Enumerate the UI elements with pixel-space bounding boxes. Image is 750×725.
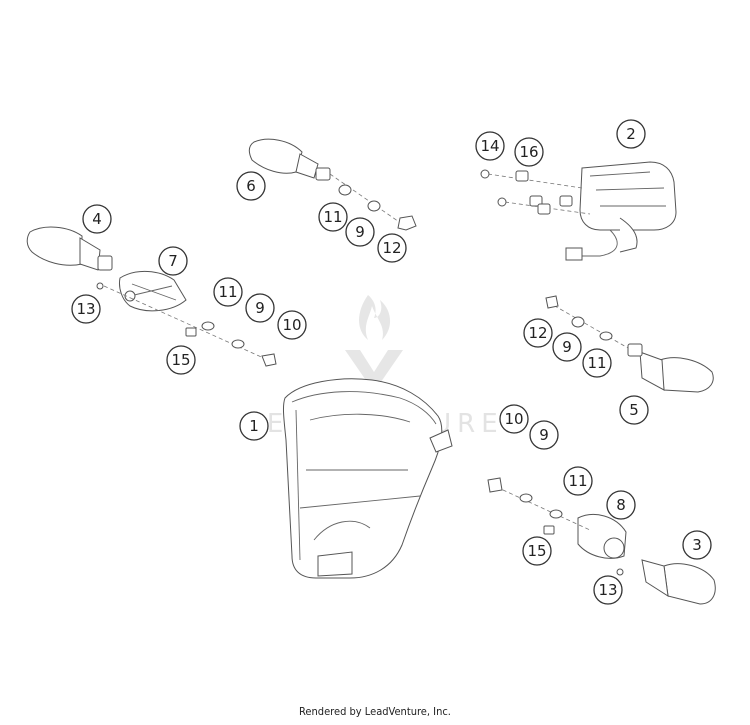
callout-12[interactable]: 12 (377, 233, 407, 263)
callout-15[interactable]: 15 (522, 536, 552, 566)
tail-light (480, 161, 677, 261)
svg-text:2: 2 (626, 125, 636, 143)
callout-14[interactable]: 14 (475, 131, 505, 161)
svg-text:5: 5 (629, 401, 639, 419)
callout-4[interactable]: 4 (82, 204, 112, 234)
callout-15[interactable]: 15 (166, 345, 196, 375)
indicator-bottom-right (487, 477, 716, 605)
svg-text:15: 15 (171, 351, 190, 369)
callout-9[interactable]: 9 (552, 332, 582, 362)
svg-text:7: 7 (168, 252, 178, 270)
svg-text:14: 14 (480, 137, 499, 155)
svg-text:10: 10 (504, 410, 523, 428)
callout-11[interactable]: 11 (582, 348, 612, 378)
callout-10[interactable]: 10 (499, 404, 529, 434)
render-credit: Rendered by LeadVenture, Inc. (299, 705, 451, 718)
svg-text:4: 4 (92, 210, 102, 228)
svg-text:15: 15 (527, 542, 546, 560)
svg-text:12: 12 (528, 324, 547, 342)
callout-12[interactable]: 12 (523, 318, 553, 348)
svg-text:9: 9 (562, 338, 572, 356)
svg-text:11: 11 (587, 354, 606, 372)
svg-text:11: 11 (568, 472, 587, 490)
svg-text:6: 6 (246, 177, 256, 195)
svg-text:12: 12 (382, 239, 401, 257)
callout-9[interactable]: 9 (245, 293, 275, 323)
svg-text:8: 8 (616, 496, 626, 514)
callout-1[interactable]: 1 (239, 411, 269, 441)
svg-text:1: 1 (249, 417, 259, 435)
callout-13[interactable]: 13 (71, 294, 101, 324)
callout-16[interactable]: 16 (514, 137, 544, 167)
svg-text:9: 9 (355, 223, 365, 241)
svg-text:3: 3 (692, 536, 702, 554)
callout-11[interactable]: 11 (213, 277, 243, 307)
svg-text:13: 13 (76, 300, 95, 318)
callout-8[interactable]: 8 (606, 490, 636, 520)
svg-text:11: 11 (323, 208, 342, 226)
svg-text:13: 13 (598, 581, 617, 599)
callout-11[interactable]: 11 (563, 466, 593, 496)
callout-9[interactable]: 9 (345, 217, 375, 247)
svg-text:9: 9 (539, 426, 549, 444)
callout-9[interactable]: 9 (529, 420, 559, 450)
svg-text:9: 9 (255, 299, 265, 317)
callout-2[interactable]: 2 (616, 119, 646, 149)
callout-11[interactable]: 11 (318, 202, 348, 232)
callout-6[interactable]: 6 (236, 171, 266, 201)
indicator-right (545, 295, 714, 393)
svg-text:16: 16 (519, 143, 538, 161)
indicator-top (248, 138, 417, 231)
headlight-housing (282, 378, 453, 579)
svg-text:10: 10 (282, 316, 301, 334)
callout-10[interactable]: 10 (277, 310, 307, 340)
callout-7[interactable]: 7 (158, 246, 188, 276)
callout-13[interactable]: 13 (593, 575, 623, 605)
svg-text:11: 11 (218, 283, 237, 301)
indicator-left (26, 226, 277, 367)
callout-5[interactable]: 5 (619, 395, 649, 425)
callout-3[interactable]: 3 (682, 530, 712, 560)
